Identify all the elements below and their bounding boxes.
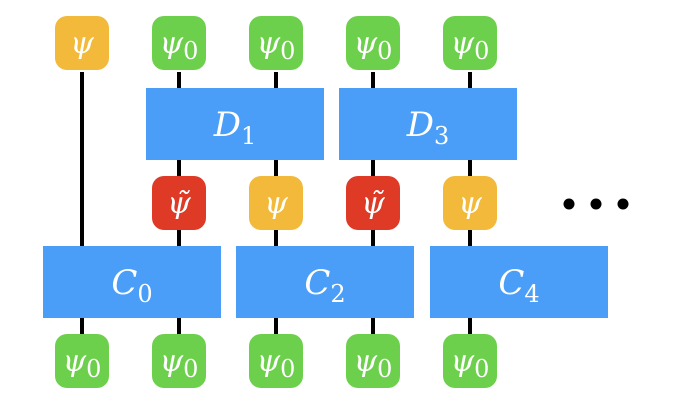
top-tile-psi0-3: ψ0 xyxy=(346,16,400,70)
tile-psitilde-label: ψ̃ xyxy=(361,186,385,221)
bottom-tile-psi0-1: ψ0 xyxy=(55,334,109,388)
box-c4-subscript: 4 xyxy=(524,280,539,308)
box-d1-label: D1 xyxy=(213,105,257,150)
psi0-subscript: 0 xyxy=(474,37,489,65)
box-c4-letter: C xyxy=(498,263,524,303)
box-c2: C2 xyxy=(236,246,414,318)
tile-psi0-label: ψ0 xyxy=(451,26,490,65)
middle-tile-psi-1: ψ xyxy=(249,176,303,230)
top-tile-psi0-2: ψ0 xyxy=(249,16,303,70)
bottom-tile-psi0-3: ψ0 xyxy=(249,334,303,388)
ellipsis-dot-1 xyxy=(563,198,575,210)
tile-psi0-label: ψ0 xyxy=(354,344,393,383)
tile-psi0-label: ψ0 xyxy=(63,344,102,383)
box-c2-letter: C xyxy=(304,263,330,303)
psi0-subscript: 0 xyxy=(377,355,392,383)
psi0-symbol: ψ xyxy=(160,344,184,379)
box-d1: D1 xyxy=(146,88,324,160)
tile-psi0-bg xyxy=(152,334,206,388)
c-box-row: C0 C2 C4 xyxy=(43,246,608,318)
box-c0-letter: C xyxy=(111,263,137,303)
tile-psi-label: ψ xyxy=(458,186,482,221)
psi0-subscript: 0 xyxy=(183,355,198,383)
tile-psi0-bg xyxy=(55,334,109,388)
bottom-tile-psi0-4: ψ0 xyxy=(346,334,400,388)
box-d3-letter: D xyxy=(406,105,434,145)
tile-psi0-bg xyxy=(443,334,497,388)
psi0-symbol: ψ xyxy=(451,26,475,61)
ellipsis xyxy=(563,198,629,210)
tile-psi0-label: ψ0 xyxy=(160,26,199,65)
box-c0-subscript: 0 xyxy=(137,280,152,308)
d-box-row: D1 D3 xyxy=(146,88,517,160)
tile-psi-bg xyxy=(249,176,303,230)
tile-psi-bg xyxy=(55,16,109,70)
box-c0-label: C0 xyxy=(111,263,152,308)
psi0-symbol: ψ xyxy=(160,26,184,61)
box-d1-letter: D xyxy=(213,105,241,145)
box-c2-subscript: 2 xyxy=(330,280,345,308)
psi0-symbol: ψ xyxy=(354,344,378,379)
tile-psi0-bg xyxy=(152,16,206,70)
bottom-tile-psi0-2: ψ0 xyxy=(152,334,206,388)
psi0-subscript: 0 xyxy=(183,37,198,65)
tile-psi0-bg xyxy=(346,334,400,388)
psi0-symbol: ψ xyxy=(257,344,281,379)
top-tile-psi: ψ xyxy=(55,16,109,70)
box-c4-label: C4 xyxy=(498,263,539,308)
box-d1-bg xyxy=(146,88,324,160)
middle-tile-psitilde-2: ψ̃ xyxy=(346,176,400,230)
psi0-symbol: ψ xyxy=(257,26,281,61)
ellipsis-dot-2 xyxy=(590,198,602,210)
tile-psi0-bg xyxy=(443,16,497,70)
box-c2-bg xyxy=(236,246,414,318)
psi0-symbol: ψ xyxy=(354,26,378,61)
tile-psitilde-label: ψ̃ xyxy=(167,186,191,221)
tile-psi0-bg xyxy=(249,334,303,388)
tile-psi-bg xyxy=(443,176,497,230)
box-c4: C4 xyxy=(430,246,608,318)
box-d3-label: D3 xyxy=(406,105,450,150)
psi0-subscript: 0 xyxy=(377,37,392,65)
box-c0: C0 xyxy=(43,246,221,318)
wires xyxy=(80,72,472,334)
tile-psi0-label: ψ0 xyxy=(354,26,393,65)
tile-psi0-bg xyxy=(249,16,303,70)
middle-tile-psi-2: ψ xyxy=(443,176,497,230)
tile-psi0-bg xyxy=(346,16,400,70)
box-d3-bg xyxy=(339,88,517,160)
bottom-row: ψ0 ψ0 ψ0 ψ0 ψ0 xyxy=(55,334,497,388)
box-d3: D3 xyxy=(339,88,517,160)
tile-psi0-label: ψ0 xyxy=(257,26,296,65)
psi0-symbol: ψ xyxy=(451,344,475,379)
ellipsis-dot-3 xyxy=(617,198,629,210)
psi0-symbol: ψ xyxy=(63,344,87,379)
tile-psi-label: ψ xyxy=(70,26,94,61)
middle-row: ψ̃ ψ ψ̃ ψ xyxy=(152,176,629,230)
tile-psi0-label: ψ0 xyxy=(160,344,199,383)
top-tile-psi0-1: ψ0 xyxy=(152,16,206,70)
psi0-subscript: 0 xyxy=(86,355,101,383)
tile-psi0-label: ψ0 xyxy=(257,344,296,383)
tile-psitilde-bg xyxy=(152,176,206,230)
tile-psitilde-bg xyxy=(346,176,400,230)
box-d1-subscript: 1 xyxy=(241,122,256,150)
tile-psi0-label: ψ0 xyxy=(451,344,490,383)
box-c0-bg xyxy=(43,246,221,318)
box-d3-subscript: 3 xyxy=(434,122,449,150)
bottom-tile-psi0-5: ψ0 xyxy=(443,334,497,388)
tile-psi-label: ψ xyxy=(264,186,288,221)
psi0-subscript: 0 xyxy=(280,37,295,65)
psi0-subscript: 0 xyxy=(280,355,295,383)
top-row: ψ ψ0 ψ0 ψ0 ψ0 xyxy=(55,16,497,70)
top-tile-psi0-4: ψ0 xyxy=(443,16,497,70)
box-c2-label: C2 xyxy=(304,263,345,308)
box-c4-bg xyxy=(430,246,608,318)
psi0-subscript: 0 xyxy=(474,355,489,383)
middle-tile-psitilde-1: ψ̃ xyxy=(152,176,206,230)
